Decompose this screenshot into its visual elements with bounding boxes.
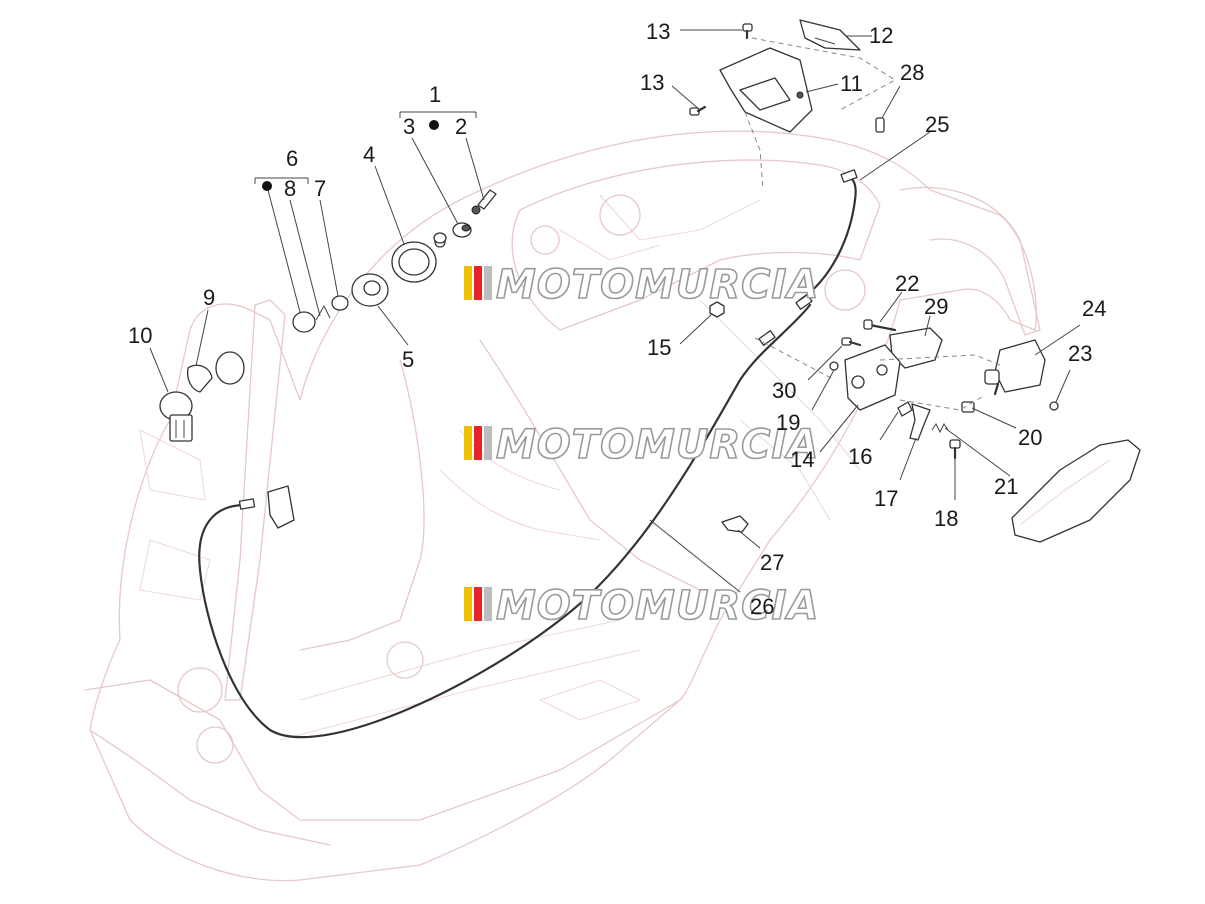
callout-21: 21 — [994, 474, 1018, 499]
callout-10: 10 — [128, 323, 152, 348]
callout-13-top: 13 — [646, 19, 670, 44]
part-bracket-left — [267, 485, 295, 529]
part-16-spring — [897, 401, 913, 417]
part-3-lock-cylinder — [452, 222, 472, 238]
callout-19: 19 — [776, 410, 800, 435]
part-27-clip — [721, 515, 749, 533]
callout-11: 11 — [840, 71, 863, 96]
part-17-lever — [909, 403, 931, 441]
part-5-lock-housing — [351, 273, 389, 307]
part-dial-ring — [215, 351, 245, 385]
part-23-nut — [1049, 401, 1059, 411]
callout-27: 27 — [760, 550, 784, 575]
part-washer-ring — [433, 232, 447, 244]
callout-12: 12 — [869, 23, 893, 48]
part-30-screw — [841, 337, 862, 347]
part-15-nut — [709, 301, 725, 318]
watermark-2: MOTOMURCIA — [464, 421, 819, 469]
callout-28: 28 — [900, 60, 924, 85]
watermark-3: MOTOMURCIA — [464, 582, 819, 630]
callout-3: 3 — [403, 114, 415, 139]
callout-9: 9 — [203, 285, 215, 310]
part-12-latch-plate — [799, 19, 861, 51]
callout-24: 24 — [1082, 296, 1106, 321]
callout-22: 22 — [895, 271, 919, 296]
part-18-pin — [949, 439, 961, 460]
bullet-dot — [429, 120, 439, 130]
callout-2: 2 — [455, 114, 467, 139]
callout-26: 26 — [750, 594, 774, 619]
callout-6: 6 — [286, 146, 298, 171]
callout-17: 17 — [874, 486, 898, 511]
callout-30: 30 — [772, 378, 796, 403]
part-13-screw-top — [742, 23, 753, 40]
watermark-text: MOTOMURCIA — [496, 583, 819, 629]
release-cable-26 — [198, 169, 858, 739]
watermark-1: MOTOMURCIA — [464, 261, 819, 309]
part-13-screw-left — [689, 105, 707, 116]
callout-18: 18 — [934, 506, 958, 531]
callout-20: 20 — [1018, 425, 1042, 450]
part-10-connector — [159, 391, 193, 442]
watermark-text: MOTOMURCIA — [496, 262, 819, 308]
part-28-pin — [875, 117, 885, 133]
callout-29: 29 — [924, 294, 948, 319]
part-cover-guard — [1011, 439, 1141, 543]
part-8-cap — [292, 304, 331, 333]
part-9-clip — [186, 364, 213, 393]
callout-23: 23 — [1068, 341, 1092, 366]
reference-lines — [744, 37, 1001, 411]
leader-lines — [149, 29, 1081, 593]
part-7-washer — [331, 295, 349, 311]
callout-14: 14 — [790, 447, 814, 472]
callout-25: 25 — [925, 112, 949, 137]
watermark-text: MOTOMURCIA — [496, 422, 819, 468]
bullet-dot — [262, 181, 272, 191]
part-24-actuator — [984, 339, 1046, 396]
callout-15: 15 — [647, 335, 671, 360]
part-19-nut — [829, 361, 839, 371]
part-20-screw — [961, 401, 975, 413]
part-11-hook-bracket — [719, 47, 813, 133]
callout-7: 7 — [314, 176, 326, 201]
callout-1: 1 — [429, 82, 441, 107]
part-4-ring-nut — [391, 236, 446, 283]
scooter-frame-outline — [84, 130, 1041, 882]
callout-13-left: 13 — [640, 70, 664, 95]
part-14-saddle-lock — [844, 344, 901, 411]
callout-5: 5 — [402, 347, 414, 372]
callout-labels: 1 2 3 4 5 6 7 8 9 10 11 12 13 13 14 15 1… — [128, 19, 1106, 619]
callout-16: 16 — [848, 444, 872, 469]
callout-8: 8 — [284, 176, 296, 201]
part-22-bolt — [863, 319, 897, 332]
callout-4: 4 — [363, 142, 375, 167]
part-21-spring — [931, 423, 949, 434]
part-2-key — [471, 189, 497, 215]
